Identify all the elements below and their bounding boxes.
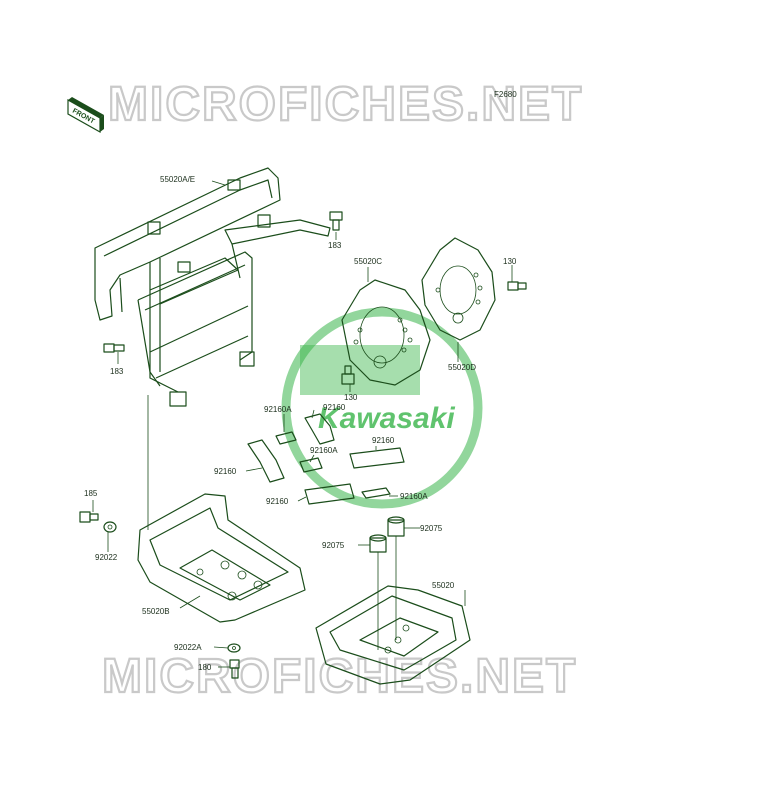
- collar-92075-upper: [387, 516, 405, 537]
- washer-92022: [103, 521, 117, 533]
- tray-55020: [315, 585, 471, 685]
- bolt-183-upper: [329, 211, 343, 231]
- label-92160a-3: 92160A: [400, 492, 428, 501]
- part-labels: 55020A/E 183 183 55020C 130 130 55020D 9…: [84, 175, 517, 672]
- kawasaki-logo-text: Kawasaki: [318, 402, 455, 435]
- collar-92075-lower: [369, 534, 387, 553]
- bolt-130-center: [341, 365, 355, 385]
- bolt-180: [229, 659, 240, 679]
- label-92160a-2: 92160A: [310, 446, 338, 455]
- bolt-183-lower: [103, 343, 125, 353]
- label-92075-lower: 92075: [322, 541, 345, 550]
- label-92160a-1: 92160A: [264, 405, 292, 414]
- label-130-right: 130: [503, 257, 517, 266]
- front-guard-frame: [94, 167, 331, 407]
- bolt-185: [79, 511, 99, 523]
- guard-plate-c: [341, 279, 431, 386]
- watermark-bottom: MICROFICHES.NET: [102, 650, 577, 703]
- label-92160-4: 92160: [266, 497, 289, 506]
- figure-code: F2680: [494, 90, 517, 99]
- label-92160-3: 92160: [214, 467, 237, 476]
- label-92075-upper: 92075: [420, 524, 443, 533]
- label-55020: 55020: [432, 581, 455, 590]
- label-55020a-e: 55020A/E: [160, 175, 195, 184]
- label-92160-1: 92160: [323, 403, 346, 412]
- label-92022: 92022: [95, 553, 118, 562]
- leader-lines: [92, 180, 513, 668]
- guard-plate-d: [421, 237, 496, 341]
- label-183-lower: 183: [110, 367, 124, 376]
- kawasaki-logo: Kawasaki: [281, 307, 483, 509]
- label-130-center: 130: [344, 393, 358, 402]
- label-185: 185: [84, 489, 98, 498]
- label-183-upper: 183: [328, 241, 342, 250]
- label-55020b: 55020B: [142, 607, 170, 616]
- front-arrow-icon: FRONT: [67, 97, 104, 134]
- label-55020d: 55020D: [448, 363, 476, 372]
- bolt-130-right: [507, 281, 527, 291]
- pads: [247, 413, 405, 505]
- label-55020c: 55020C: [354, 257, 382, 266]
- watermark-top: MICROFICHES.NET: [108, 78, 583, 131]
- label-92022a: 92022A: [174, 643, 202, 652]
- label-92160-2: 92160: [372, 436, 395, 445]
- skid-plate-b: [137, 493, 306, 623]
- label-180: 180: [198, 663, 212, 672]
